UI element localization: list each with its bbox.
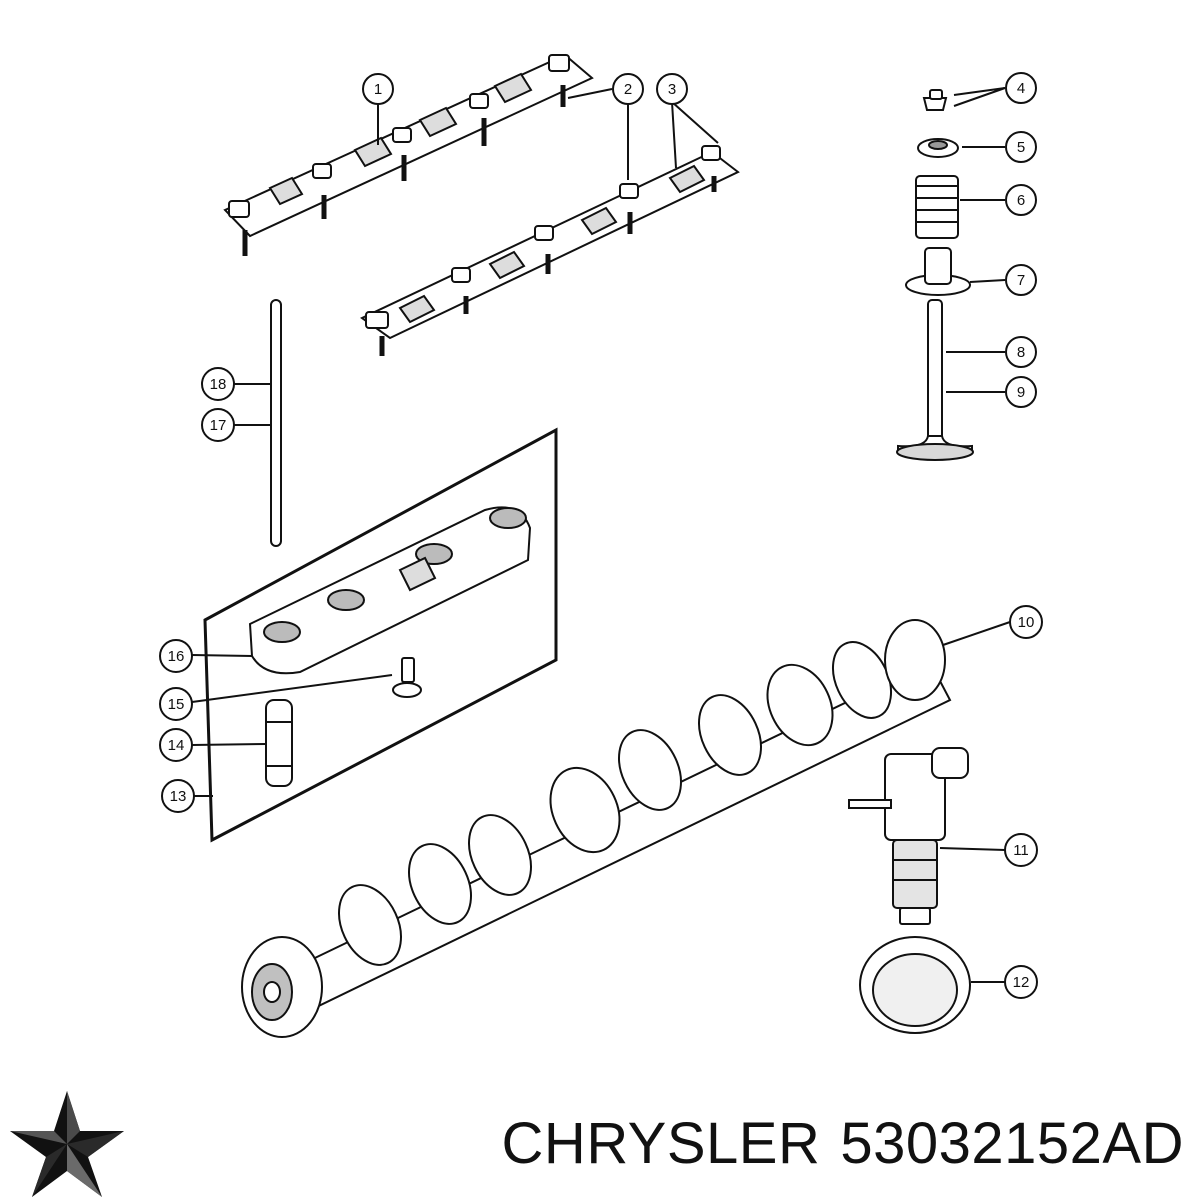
part-seal-ring xyxy=(859,936,971,1034)
callout-3: 3 xyxy=(656,73,688,105)
callout-7: 7 xyxy=(1005,264,1037,296)
part-valve-stem-seal xyxy=(905,247,971,296)
callout-17: 17 xyxy=(201,408,235,442)
svg-text:7: 7 xyxy=(1017,272,1025,289)
callout-16: 16 xyxy=(159,639,193,673)
part-lifter-kit-outline xyxy=(203,427,558,843)
callout-14: 14 xyxy=(159,728,193,762)
callout-leader-lines xyxy=(191,87,1011,983)
svg-text:4: 4 xyxy=(1017,80,1025,97)
svg-text:14: 14 xyxy=(168,737,185,754)
part-rocker-arm-assembly-upper xyxy=(223,53,594,256)
part-engine-valve xyxy=(896,299,974,461)
callout-15: 15 xyxy=(159,687,193,721)
callout-9: 9 xyxy=(1005,376,1037,408)
callout-18: 18 xyxy=(201,367,235,401)
part-pushrod xyxy=(270,299,282,547)
svg-text:18: 18 xyxy=(210,376,227,393)
svg-text:8: 8 xyxy=(1017,344,1025,361)
svg-text:5: 5 xyxy=(1017,139,1025,156)
svg-text:2: 2 xyxy=(624,81,632,98)
part-hydraulic-lifter xyxy=(265,699,293,787)
part-camshaft-position-sensor xyxy=(848,747,969,925)
callout-10: 10 xyxy=(1009,605,1043,639)
svg-text:11: 11 xyxy=(1013,842,1029,859)
callout-1: 1 xyxy=(362,73,394,105)
part-rocker-arm-assembly-lower xyxy=(360,145,740,356)
brand-footer: CHRYSLER 53032152AD xyxy=(0,1085,1200,1200)
svg-text:13: 13 xyxy=(170,788,187,805)
svg-text:15: 15 xyxy=(168,696,185,713)
svg-text:9: 9 xyxy=(1017,384,1025,401)
svg-text:3: 3 xyxy=(668,81,676,98)
part-camshaft xyxy=(241,619,952,1038)
brand-part-number-caption: CHRYSLER 53032152AD xyxy=(502,1109,1184,1179)
callout-12: 12 xyxy=(1004,965,1038,999)
svg-text:10: 10 xyxy=(1018,614,1035,631)
svg-text:17: 17 xyxy=(210,417,227,434)
part-lifter-guide xyxy=(248,506,532,675)
svg-text:12: 12 xyxy=(1013,974,1030,991)
callout-5: 5 xyxy=(1005,131,1037,163)
callout-4: 4 xyxy=(1005,72,1037,104)
callout-2: 2 xyxy=(612,73,644,105)
pentastar-logo-icon xyxy=(10,1091,124,1197)
callout-13: 13 xyxy=(161,779,195,813)
svg-text:16: 16 xyxy=(168,648,185,665)
part-lifter-guide-bolt xyxy=(392,657,422,698)
svg-text:1: 1 xyxy=(374,81,382,98)
part-valve-lock xyxy=(922,89,948,111)
part-number: 53032152AD xyxy=(840,1111,1184,1176)
brand-name: CHRYSLER xyxy=(501,1111,821,1176)
svg-text:6: 6 xyxy=(1017,192,1025,209)
callout-6: 6 xyxy=(1005,184,1037,216)
callout-8: 8 xyxy=(1005,336,1037,368)
part-valve-spring-retainer xyxy=(917,138,959,158)
part-valve-spring xyxy=(915,175,959,239)
callout-11: 11 xyxy=(1004,833,1038,867)
